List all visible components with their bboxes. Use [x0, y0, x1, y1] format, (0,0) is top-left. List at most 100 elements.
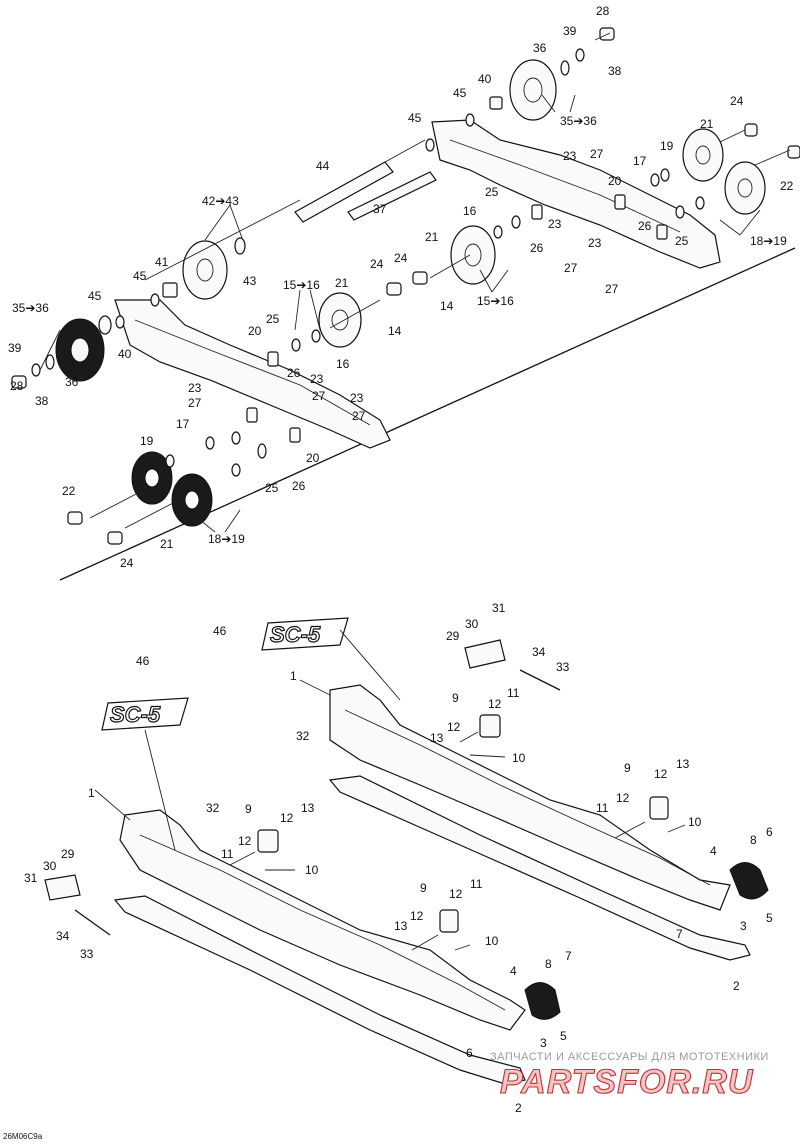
callout-1: 1 — [290, 669, 297, 683]
callout-37: 37 — [373, 202, 387, 216]
callout-16: 16 — [463, 204, 477, 218]
callout-27: 27 — [352, 409, 366, 423]
callout-39: 39 — [563, 24, 577, 38]
callout-27: 27 — [312, 389, 326, 403]
rail-hardware — [44, 639, 686, 951]
callout-23: 23 — [588, 236, 602, 250]
callout-23: 23 — [563, 149, 577, 163]
callout-19: 19 — [140, 434, 154, 448]
watermark-brand: PARTSFOR.RU — [500, 1063, 754, 1101]
callout-25: 25 — [266, 312, 280, 326]
callout-17: 17 — [633, 154, 647, 168]
callout-13: 13 — [301, 801, 315, 815]
wheel-15-16-top-mid — [450, 225, 496, 285]
section-divider — [59, 247, 796, 581]
callout-8: 8 — [750, 833, 757, 847]
callout-20: 20 — [306, 451, 320, 465]
callout-25: 25 — [265, 481, 279, 495]
callout-42-43: 42➔43 — [202, 194, 239, 208]
callout-11: 11 — [470, 877, 483, 891]
callout-25: 25 — [675, 234, 689, 248]
wheel-18-19-top-right — [724, 161, 766, 215]
callout-40: 40 — [478, 72, 492, 86]
callout-23: 23 — [350, 391, 364, 405]
callout-4: 4 — [510, 964, 517, 978]
axle-37 — [347, 171, 437, 221]
callout-31: 31 — [24, 871, 38, 885]
callout-15-16: 15➔16 — [283, 278, 320, 292]
axle-44 — [294, 139, 426, 223]
callout-30: 30 — [43, 859, 57, 873]
callout-41: 41 — [155, 255, 169, 269]
callout-24: 24 — [730, 94, 744, 108]
callout-9: 9 — [245, 802, 252, 816]
right-rail-assembly — [328, 684, 769, 961]
callout-26: 26 — [292, 479, 306, 493]
callout-21: 21 — [700, 117, 714, 131]
wheel-42-43 — [182, 240, 228, 300]
callout-21: 21 — [425, 230, 439, 244]
callout-16: 16 — [336, 357, 350, 371]
callout-20: 20 — [248, 324, 262, 338]
wheel-21-top-right — [682, 128, 724, 182]
callout-3: 3 — [740, 919, 747, 933]
callout-28: 28 — [596, 4, 610, 18]
callout-21: 21 — [335, 276, 349, 290]
callout-19: 19 — [660, 139, 674, 153]
callout-10: 10 — [305, 863, 319, 877]
callout-34: 34 — [56, 929, 70, 943]
callout-18-19: 18➔19 — [208, 532, 245, 546]
callout-8: 8 — [545, 957, 552, 971]
leader-lines — [39, 94, 761, 851]
callout-34: 34 — [532, 645, 546, 659]
callout-12: 12 — [449, 887, 463, 901]
callout-43: 43 — [243, 274, 257, 288]
callout-28: 28 — [10, 379, 24, 393]
callout-27: 27 — [590, 147, 604, 161]
callout-24: 24 — [120, 556, 134, 570]
callout-12: 12 — [488, 697, 502, 711]
callout-12: 12 — [447, 720, 461, 734]
wheel-19-left — [131, 451, 173, 505]
watermark-tagline: ЗАПЧАСТИ И АКСЕССУАРЫ ДЛЯ МОТОТЕХНИКИ — [490, 1051, 769, 1063]
idler-wheel-35-36-top — [509, 59, 557, 121]
wheel-15-16-left — [318, 292, 362, 348]
left-rail-assembly — [113, 809, 561, 1085]
top-rear-frame — [431, 119, 721, 269]
callout-38: 38 — [35, 394, 49, 408]
wheel-18-19-left — [171, 473, 213, 527]
callout-26: 26 — [530, 241, 544, 255]
decal-46-top: SC-5 — [261, 617, 349, 651]
callout-26: 26 — [638, 219, 652, 233]
callout-45: 45 — [453, 86, 467, 100]
callout-5: 5 — [766, 911, 773, 925]
callout-40: 40 — [118, 347, 132, 361]
callout-32: 32 — [206, 801, 220, 815]
callout-10: 10 — [485, 934, 499, 948]
callout-31: 31 — [492, 601, 506, 615]
callout-30: 30 — [465, 617, 479, 631]
callout-3: 3 — [540, 1036, 547, 1050]
callout-6: 6 — [766, 825, 773, 839]
callout-26: 26 — [287, 366, 301, 380]
callout-23: 23 — [310, 372, 324, 386]
callout-11: 11 — [221, 847, 234, 861]
callout-9: 9 — [420, 881, 427, 895]
callout-20: 20 — [608, 174, 622, 188]
callout-9: 9 — [624, 761, 631, 775]
small-parts — [11, 27, 800, 545]
callout-1: 1 — [88, 786, 95, 800]
callout-46: 46 — [136, 654, 150, 668]
callout-36: 36 — [65, 375, 79, 389]
callout-29: 29 — [446, 629, 460, 643]
callout-2: 2 — [515, 1101, 522, 1115]
callout-13: 13 — [430, 731, 444, 745]
callout-27: 27 — [188, 396, 202, 410]
callout-39: 39 — [8, 341, 22, 355]
callout-12: 12 — [654, 767, 668, 781]
callout-22: 22 — [62, 484, 76, 498]
callout-11: 11 — [596, 801, 609, 815]
callout-23: 23 — [548, 217, 562, 231]
callout-7: 7 — [676, 927, 683, 941]
decal-logo-text-top: SC-5 — [270, 622, 321, 647]
